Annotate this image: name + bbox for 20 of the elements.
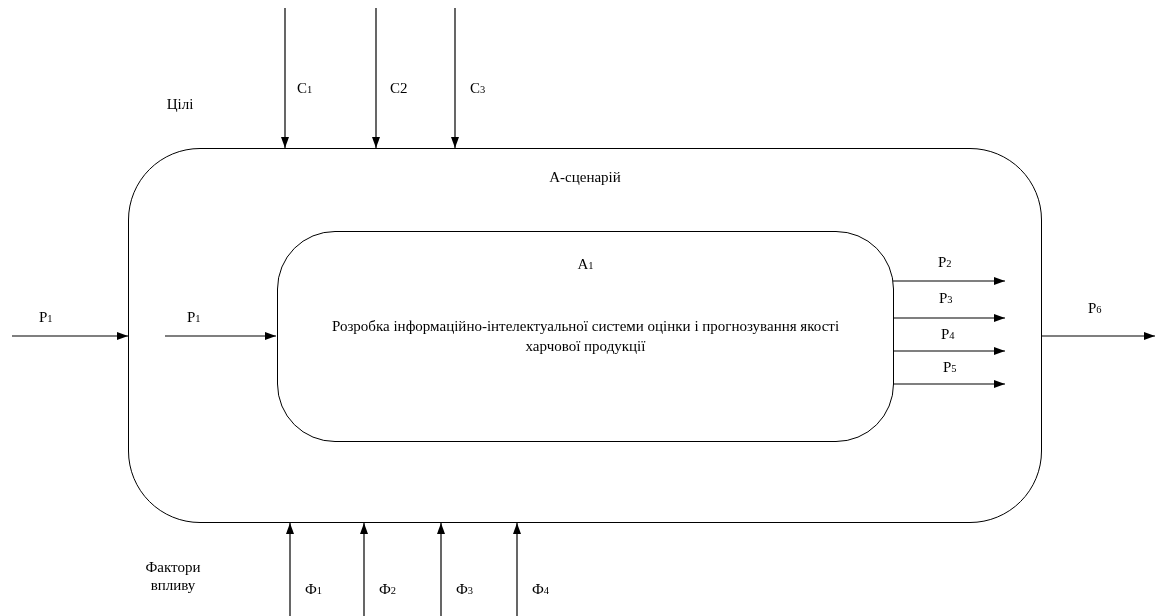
arrow — [11, 332, 129, 340]
box-heading: А-сценарій — [548, 168, 622, 187]
arrow — [451, 7, 459, 149]
arrow — [513, 522, 521, 616]
rounded-box — [277, 231, 894, 442]
arrow — [1041, 332, 1156, 340]
note-label: Цілі — [165, 95, 195, 113]
arrow — [372, 7, 380, 149]
rounded-box — [128, 148, 1042, 523]
arrow — [360, 522, 368, 616]
arrow — [286, 522, 294, 616]
arrow — [281, 7, 289, 149]
arrow — [892, 314, 1006, 322]
box-text: Розробка інформаційно-інтелектуальної системи оцінки і прогнозування якості харчової продукції — [330, 317, 841, 357]
arrow — [892, 347, 1006, 355]
note-label: Фактори впливу — [144, 558, 202, 594]
arrow — [164, 332, 277, 340]
arrow — [892, 277, 1006, 285]
arrow — [892, 380, 1006, 388]
arrow — [437, 522, 445, 616]
